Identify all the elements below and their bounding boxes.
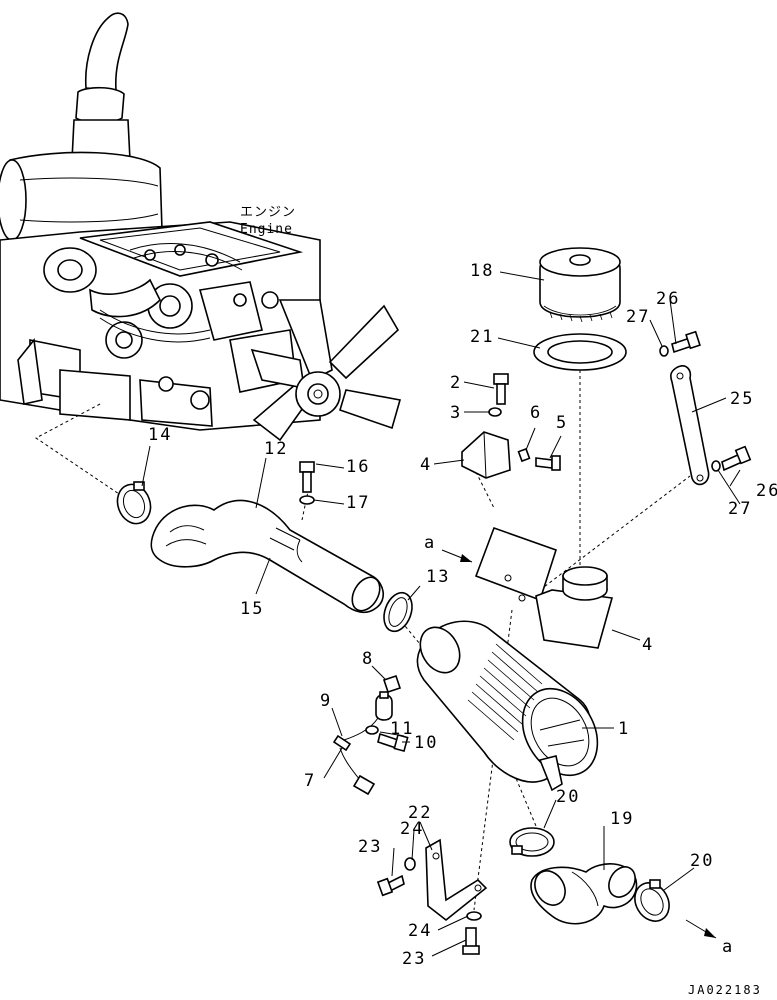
clamp-20-upper: [509, 827, 555, 857]
washer-17: [299, 495, 315, 505]
fitting-8: [382, 674, 402, 694]
bolt-16: [299, 461, 315, 493]
callout-20-upper: 20: [556, 787, 580, 807]
callout-1: 1: [618, 719, 630, 739]
arrow-a-label-upper: a: [424, 533, 436, 553]
callout-20-lower: 20: [690, 851, 714, 871]
callout-21: 21: [470, 327, 494, 347]
stay-washer-lower: [711, 460, 721, 472]
callout-16: 16: [346, 457, 370, 477]
air-cleaner-body: [416, 620, 599, 792]
bracket-4-lower: [474, 526, 614, 649]
engine-label-jp: エンジン: [240, 205, 296, 220]
callout-8: 8: [362, 649, 374, 669]
clamp-14: [116, 481, 152, 525]
bracket-4-upper: [461, 431, 511, 479]
callout-24-upper: 24: [400, 819, 424, 839]
washer-24-upper: [404, 857, 416, 871]
callout-18: 18: [470, 261, 494, 281]
bolt-23-lower: [462, 927, 480, 955]
arrow-a-label-lower: a: [722, 937, 734, 957]
leader-lines: [141, 271, 741, 957]
callout-3: 3: [450, 403, 462, 423]
hose-12: [150, 499, 384, 614]
callout-4-upper: 4: [420, 455, 432, 475]
callout-14: 14: [148, 425, 172, 445]
callout-10: 10: [414, 733, 438, 753]
gasket-ring: [533, 333, 627, 371]
callout-17: 17: [346, 493, 370, 513]
engine-label-en: Engine: [240, 222, 293, 237]
arrow-a-lower: [685, 919, 717, 939]
callout-11: 11: [390, 719, 414, 739]
bolt-2: [493, 373, 509, 405]
callout-12: 12: [264, 439, 288, 459]
callout-7: 7: [304, 771, 316, 791]
bolt-5: [535, 455, 561, 471]
washer-11: [365, 725, 379, 735]
callout-19: 19: [610, 809, 634, 829]
drawing-code: JA022183: [688, 983, 762, 997]
callout-4-lower: 4: [642, 635, 654, 655]
callout-27-upper: 27: [626, 307, 650, 327]
callout-13: 13: [426, 567, 450, 587]
callout-25: 25: [730, 389, 754, 409]
sensor-switch-7: [332, 691, 393, 796]
elbow-hose-19: [530, 863, 638, 925]
clamp-13: [383, 591, 413, 633]
stay-bar: [670, 365, 710, 486]
callout-2: 2: [450, 373, 462, 393]
callout-5: 5: [556, 413, 568, 433]
nut-6: [517, 447, 531, 463]
stay-bolt-upper: [671, 330, 701, 354]
callout-23-upper: 23: [358, 837, 382, 857]
bolt-23-upper: [376, 874, 405, 897]
stay-bolt-lower: [721, 445, 752, 472]
stay-washer-upper: [659, 345, 669, 357]
callout-27-lower: 27: [728, 499, 752, 519]
callout-26-lower: 26: [756, 481, 777, 501]
bolt-10: [377, 732, 409, 753]
callout-26-upper: 26: [656, 289, 680, 309]
washer-3: [488, 407, 502, 417]
callout-22: 22: [408, 803, 432, 823]
pre-cleaner-cap: [539, 247, 621, 323]
washer-24-lower: [466, 911, 482, 921]
callout-24-lower: 24: [408, 921, 432, 941]
callout-6: 6: [530, 403, 542, 423]
callout-15: 15: [240, 599, 264, 619]
engine-assembly: [0, 12, 402, 442]
arrow-a-upper: [441, 549, 473, 563]
callout-9: 9: [320, 691, 332, 711]
callout-23-lower: 23: [402, 949, 426, 969]
bracket-22: [425, 838, 488, 922]
clamp-20-lower: [634, 879, 670, 922]
